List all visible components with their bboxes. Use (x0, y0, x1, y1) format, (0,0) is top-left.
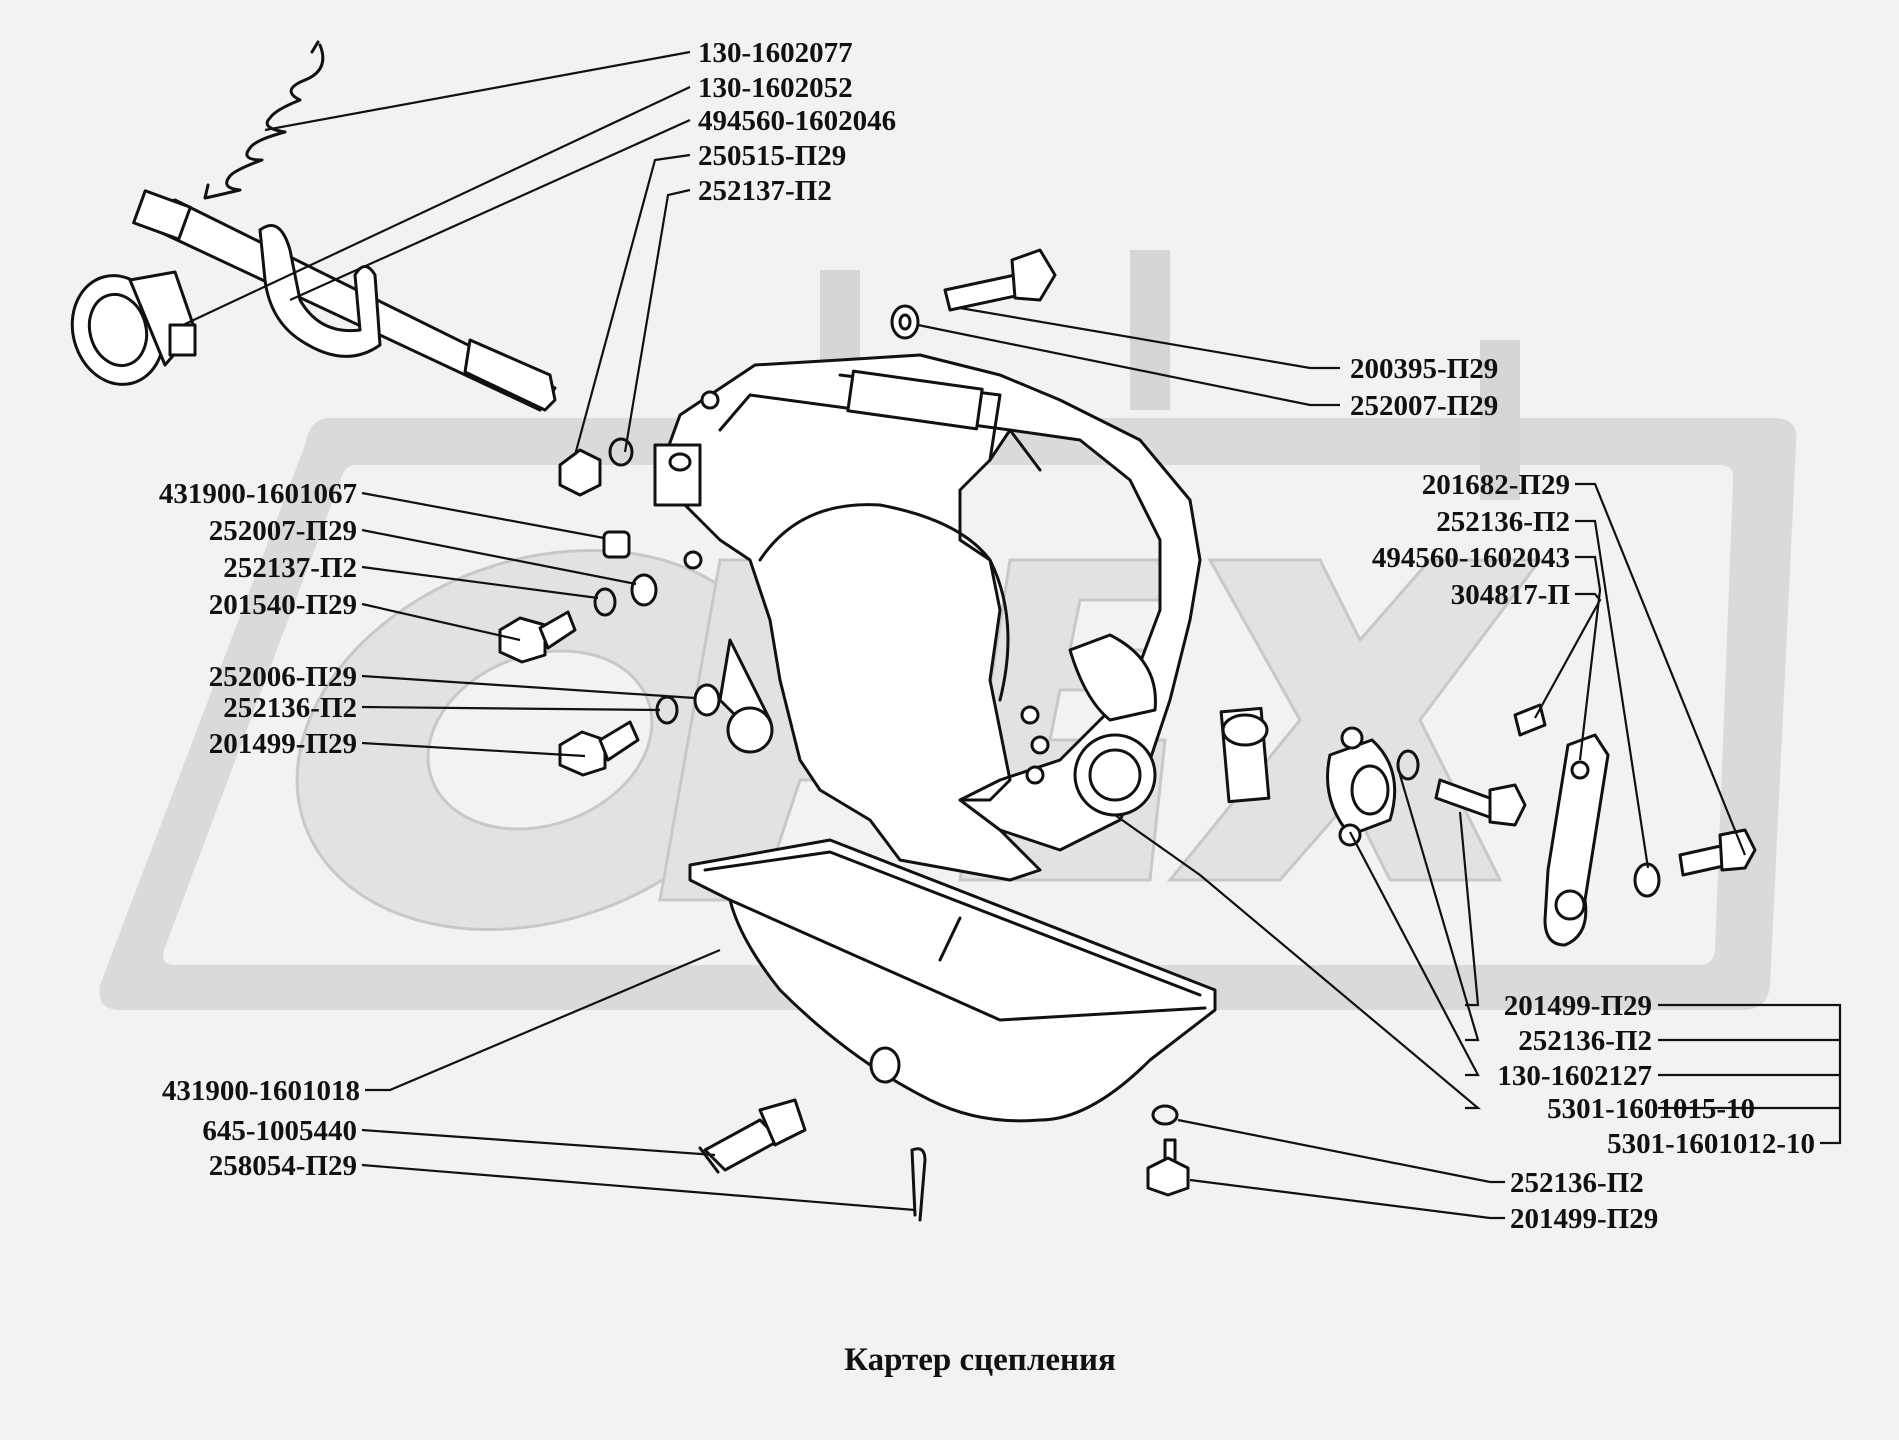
cotter-pin-258054 (910, 1147, 927, 1222)
diagram-caption: Картер сцепления (844, 1342, 1116, 1378)
washer-252007-left (630, 573, 658, 607)
lockwasher-252136-bottom (1151, 1104, 1179, 1126)
label-494560-1602043: 494560-1602043 (1372, 542, 1570, 574)
label-431900-1601067: 431900-1601067 (159, 478, 357, 510)
label-252136-bottom: 252136-П2 (1510, 1167, 1644, 1199)
bolt-201499-right (1434, 778, 1527, 827)
label-252136-right: 252136-П2 (1518, 1025, 1652, 1057)
part-labels: 130-1602077 130-1602052 494560-1602046 2… (159, 37, 1815, 1235)
leader-lines (182, 50, 1842, 1220)
label-645-1005440: 645-1005440 (202, 1115, 357, 1147)
label-252007-top: 252007-П29 (1350, 390, 1498, 422)
bracket-5301-1601015 (1326, 726, 1397, 847)
label-130-1602077: 130-1602077 (698, 37, 853, 69)
lockwasher-252136-far-right (1633, 862, 1661, 898)
label-252006: 252006-П29 (209, 661, 357, 693)
bolt-201499-bottom (1146, 1138, 1190, 1197)
washer-252007-top (890, 304, 920, 340)
label-252136-left: 252136-П2 (223, 692, 357, 724)
label-258054: 258054-П29 (209, 1150, 357, 1182)
lower-cover (688, 838, 1217, 1123)
label-5301-1601012-10: 5301-1601012-10 (1607, 1128, 1815, 1160)
label-250515: 250515-П29 (698, 140, 846, 172)
label-201682: 201682-П29 (1422, 469, 1570, 501)
label-201540: 201540-П29 (209, 589, 357, 621)
label-5301-1601015-10: 5301-1601015-10 (1547, 1093, 1755, 1125)
release-fork-shaft (132, 189, 557, 412)
label-201499-bottom: 201499-П29 (1510, 1203, 1658, 1235)
label-200395: 200395-П29 (1350, 353, 1498, 385)
nut-250515 (558, 448, 602, 497)
label-130-1602127: 130-1602127 (1497, 1060, 1652, 1092)
label-252137-left: 252137-П2 (223, 552, 357, 584)
lockwasher-252137-left (593, 587, 617, 617)
label-252136-right-top: 252136-П2 (1436, 506, 1570, 538)
label-304817: 304817-П (1451, 579, 1570, 611)
clutch-housing (653, 353, 1271, 882)
label-130-1602052: 130-1602052 (698, 72, 853, 104)
bolt-201540 (498, 610, 577, 664)
release-bearing (70, 270, 197, 386)
label-201499-right: 201499-П29 (1504, 990, 1652, 1022)
sensor-645-1005440 (698, 1098, 807, 1174)
lockwasher-252137-top (608, 437, 634, 467)
sleeve-431900-1601067 (602, 530, 631, 559)
label-252007-left: 252007-П29 (209, 515, 357, 547)
label-431900-1601018: 431900-1601018 (162, 1075, 360, 1107)
lockwasher-252136-right (1396, 749, 1420, 781)
label-201499-left: 201499-П29 (209, 728, 357, 760)
bolt-200395 (943, 248, 1057, 312)
bolt-201682 (1678, 828, 1757, 877)
bolt-201499-left (558, 720, 640, 777)
lever-130-1602127 (1543, 733, 1610, 947)
washer-252006 (693, 683, 721, 717)
label-494560-1602046: 494560-1602046 (698, 105, 896, 137)
label-252137-top: 252137-П2 (698, 175, 832, 207)
return-spring (203, 40, 325, 200)
